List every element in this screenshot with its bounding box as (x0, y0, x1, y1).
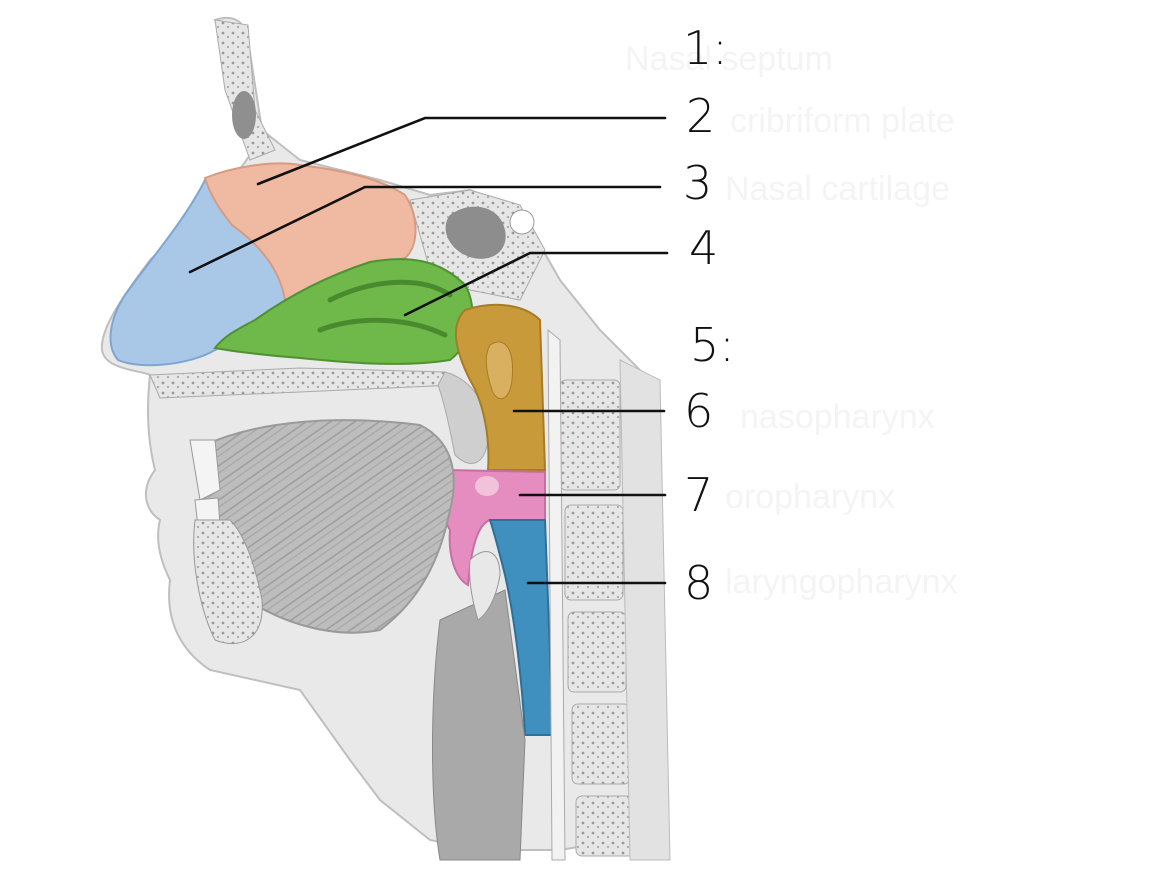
label-3: 3 (683, 156, 713, 210)
sphenoid-sinus (445, 206, 506, 259)
cervical-spine (547, 328, 671, 861)
faded-answer-6: nasopharynx (740, 398, 935, 436)
tubal-opening (485, 341, 514, 400)
faded-answer-2: cribriform plate (730, 102, 955, 140)
leader-lines (188, 116, 669, 585)
label-6: 6 (684, 384, 714, 438)
faded-answer-8: laryngopharynx (725, 563, 958, 601)
leader-line-3 (188, 185, 662, 274)
uvula (475, 476, 499, 496)
faded-answer-3: Nasal cartilage (725, 170, 950, 208)
label-8: 8 (684, 556, 714, 610)
label-2: 2 (686, 89, 716, 143)
frontal-sinus (232, 91, 256, 139)
pituitary (509, 209, 535, 235)
upper-teeth (189, 439, 221, 501)
leader-line-2 (256, 116, 667, 186)
faded-answer-7: oropharynx (725, 478, 896, 516)
label-4: 4 (689, 221, 719, 275)
laryngopharynx (488, 519, 555, 736)
nasal-conchae (213, 258, 474, 365)
mandible (193, 519, 263, 645)
epiglottis (469, 551, 501, 621)
frontal-bone (214, 19, 276, 161)
larynx (432, 589, 526, 861)
faded-answer-1: Nasal septum (625, 40, 833, 78)
conchae-fold-2 (317, 317, 448, 338)
label-7: 7 (684, 468, 714, 522)
conchae-fold-1 (327, 279, 453, 303)
label-5: 5: (690, 318, 735, 372)
leader-line-4 (403, 251, 669, 317)
label-1: 1: (683, 21, 728, 75)
